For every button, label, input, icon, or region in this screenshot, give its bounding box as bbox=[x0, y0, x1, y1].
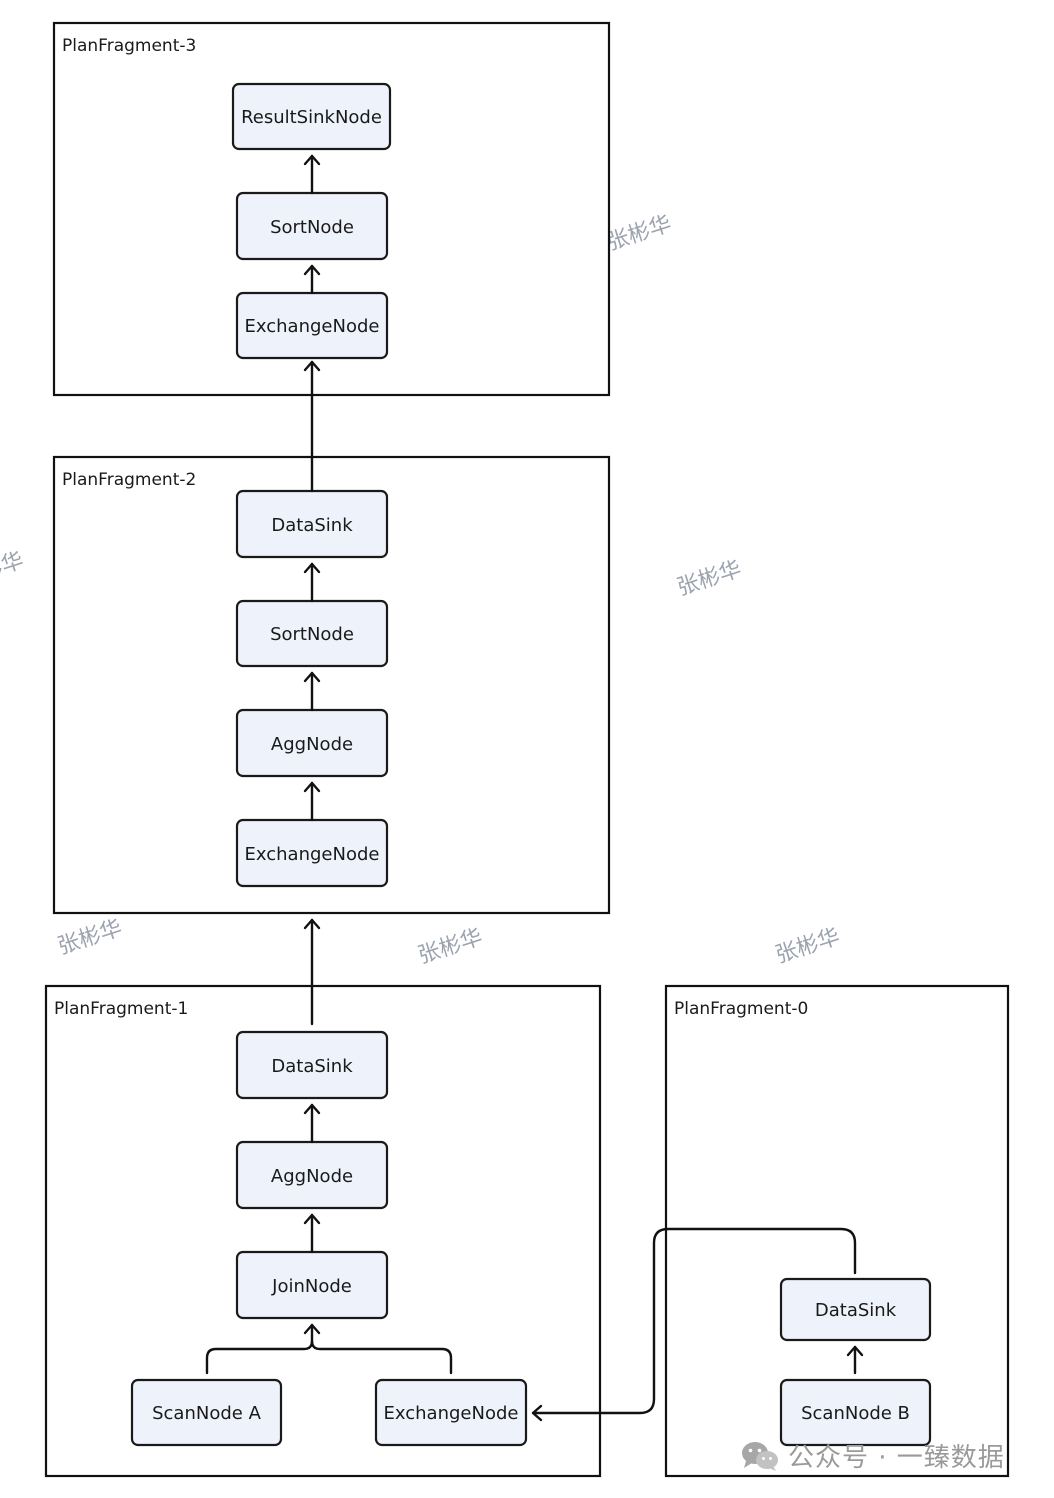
wechat-icon bbox=[742, 1442, 778, 1471]
node-join[interactable]: JoinNode bbox=[235, 1250, 389, 1320]
watermark: 张彬华 bbox=[772, 924, 843, 968]
node-label: DataSink bbox=[271, 1056, 353, 1077]
fragment-label: PlanFragment-2 bbox=[62, 470, 196, 490]
plan-fragment-0: PlanFragment-0 DataSink ScanNode B bbox=[664, 984, 1010, 1478]
node-agg[interactable]: AggNode bbox=[235, 708, 389, 778]
node-box bbox=[235, 1030, 389, 1100]
node-box bbox=[130, 1378, 283, 1447]
edges bbox=[205, 154, 864, 1422]
node-label: ExchangeNode bbox=[245, 844, 380, 865]
node-label: ExchangeNode bbox=[245, 316, 380, 337]
edge-join-to-agg bbox=[303, 1213, 321, 1254]
node-label: AggNode bbox=[271, 1166, 353, 1187]
node-sort[interactable]: SortNode bbox=[235, 599, 389, 668]
node-agg[interactable]: AggNode bbox=[235, 1140, 389, 1210]
node-box bbox=[779, 1378, 932, 1447]
plan-fragment-2: PlanFragment-2 DataSink SortNode AggNode… bbox=[52, 455, 611, 915]
edge-sort-to-result-sink bbox=[303, 154, 321, 195]
watermark: 张彬华 bbox=[674, 557, 745, 601]
node-box bbox=[231, 82, 392, 151]
watermark: 张彬华 bbox=[604, 212, 675, 256]
plan-fragment-3: PlanFragment-3 ResultSinkNode SortNode E… bbox=[52, 21, 611, 397]
node-data-sink[interactable]: DataSink bbox=[235, 1030, 389, 1100]
node-label: DataSink bbox=[815, 1300, 897, 1321]
edge-sort-to-data-sink bbox=[303, 562, 321, 603]
edge-exchange-to-agg bbox=[303, 781, 321, 822]
watermark: 张彬华 bbox=[415, 925, 486, 969]
node-exchange[interactable]: ExchangeNode bbox=[235, 818, 389, 888]
node-label: ResultSinkNode bbox=[241, 107, 382, 128]
edge-scans-to-join bbox=[205, 1323, 453, 1375]
fragment-label: PlanFragment-3 bbox=[62, 36, 196, 56]
edge-scan-b-to-data-sink bbox=[846, 1345, 864, 1375]
node-label: SortNode bbox=[270, 624, 354, 645]
node-box bbox=[779, 1277, 932, 1342]
node-box bbox=[374, 1378, 528, 1447]
fragment-label: PlanFragment-0 bbox=[674, 999, 808, 1019]
node-exchange[interactable]: ExchangeNode bbox=[235, 291, 389, 360]
footer-brand: 公众号 · 一臻数据 bbox=[788, 1443, 1005, 1473]
node-label: SortNode bbox=[270, 217, 354, 238]
node-label: DataSink bbox=[271, 515, 353, 536]
node-label: ScanNode B bbox=[801, 1403, 910, 1424]
edge-exchange-to-sort bbox=[303, 264, 321, 295]
fragment-label: PlanFragment-1 bbox=[54, 999, 188, 1019]
node-label: ExchangeNode bbox=[384, 1403, 519, 1424]
watermark: 张彬华 bbox=[55, 916, 126, 960]
plan-fragment-1: PlanFragment-1 DataSink AggNode JoinNode… bbox=[44, 984, 602, 1478]
node-scan-b[interactable]: ScanNode B bbox=[779, 1378, 932, 1447]
node-label: ScanNode A bbox=[152, 1403, 261, 1424]
edge-pf2-sink-to-pf3-exchange bbox=[303, 360, 321, 493]
node-label: AggNode bbox=[271, 734, 353, 755]
node-scan-a[interactable]: ScanNode A bbox=[130, 1378, 283, 1447]
edge-agg-to-data-sink bbox=[303, 1103, 321, 1144]
node-sort[interactable]: SortNode bbox=[235, 191, 389, 261]
edge-pf1-sink-to-pf2 bbox=[303, 918, 321, 1026]
edge-pf0-sink-to-pf1-exchange bbox=[531, 1227, 857, 1422]
node-result-sink[interactable]: ResultSinkNode bbox=[231, 82, 392, 151]
node-data-sink[interactable]: DataSink bbox=[235, 489, 389, 559]
watermark: 张彬华 bbox=[0, 548, 27, 592]
node-data-sink[interactable]: DataSink bbox=[779, 1277, 932, 1342]
node-label: JoinNode bbox=[271, 1276, 352, 1297]
node-exchange[interactable]: ExchangeNode bbox=[374, 1378, 528, 1447]
edge-agg-to-sort bbox=[303, 671, 321, 712]
